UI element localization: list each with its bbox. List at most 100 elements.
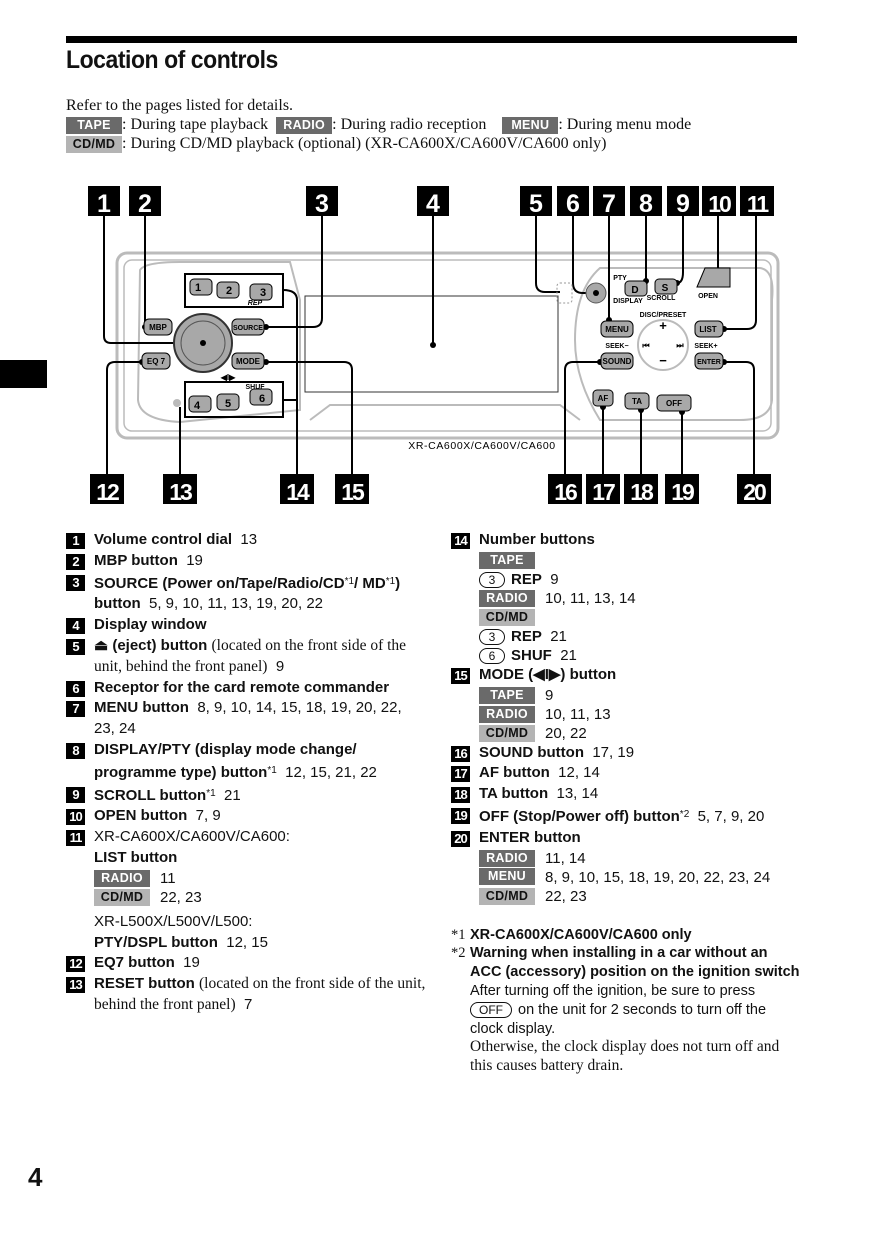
radio-desc: : During radio reception: [332, 116, 487, 133]
footnote-mark: *2: [451, 945, 466, 962]
off-button[interactable]: OFF: [656, 394, 692, 412]
callout-15: 15: [335, 474, 369, 505]
cdmd-badge: CD/MD: [479, 725, 535, 743]
svg-text:SOUND: SOUND: [603, 357, 632, 366]
svg-text:6: 6: [259, 393, 265, 405]
eq7-button[interactable]: EQ 7: [141, 352, 171, 370]
item-pages: 12, 14: [558, 764, 600, 782]
item-number: 16: [451, 745, 470, 762]
svg-text:S: S: [662, 283, 669, 294]
number-button-3[interactable]: 3: [249, 283, 273, 301]
enter-button[interactable]: ENTER: [694, 352, 724, 370]
number-button-2[interactable]: 2: [216, 281, 240, 299]
item-pages: 20, 22: [545, 724, 587, 742]
item-pages: 11, 14: [545, 849, 586, 867]
callout-19: 19: [665, 474, 699, 505]
key-3-icon: 3: [479, 571, 505, 588]
callout-6: 6: [557, 186, 589, 218]
svg-text:SOURCE: SOURCE: [233, 325, 263, 332]
key-6-icon: 6: [479, 647, 505, 664]
svg-text:MBP: MBP: [149, 323, 167, 332]
item-number: 1: [66, 533, 85, 549]
radio-badge: RADIO: [276, 116, 333, 134]
item-label: MBP button: [94, 551, 178, 569]
list-item: 5⏏ (eject) button (located on the front …: [66, 636, 426, 678]
item-pages: 9: [545, 686, 554, 704]
svg-text:1: 1: [97, 190, 111, 218]
callout-16: 16: [548, 474, 582, 505]
cdmd-badge: CD/MD: [479, 888, 535, 906]
model-name: XR-CA600X/CA600V/CA600:: [94, 828, 290, 846]
number-button-5[interactable]: 5: [216, 393, 240, 411]
item-label: AF button: [479, 764, 550, 782]
item-pages: 19: [186, 551, 203, 569]
mbp-button[interactable]: MBP: [143, 318, 173, 336]
svg-text:2: 2: [138, 190, 152, 218]
svg-text:⏮: ⏮: [642, 341, 649, 350]
reset-button[interactable]: [173, 399, 181, 407]
display-button[interactable]: D: [624, 280, 648, 297]
footnote-ref: *2: [679, 808, 690, 820]
svg-text:12: 12: [96, 479, 119, 505]
number-button-6[interactable]: 6: [249, 388, 273, 406]
intro-refer: Refer to the pages listed for details.: [66, 97, 294, 114]
item-number: 7: [66, 701, 85, 718]
callout-12: 12: [90, 474, 124, 505]
rep-label: REP: [248, 300, 263, 307]
footnote-title: Warning when installing in a car without…: [470, 945, 800, 981]
item-label: / MD: [354, 574, 386, 592]
callout-17: 17: [586, 474, 620, 505]
sound-button[interactable]: SOUND: [600, 352, 634, 370]
svg-text:TA: TA: [632, 397, 642, 406]
footnote-mark: *1: [451, 926, 466, 943]
scroll-button[interactable]: S: [654, 278, 678, 295]
cdmd-desc: : During CD/MD playback (optional) (XR-C…: [122, 135, 607, 152]
front-panel: [115, 251, 780, 440]
svg-text:14: 14: [286, 479, 310, 505]
open-button[interactable]: [696, 267, 731, 288]
list-button[interactable]: LIST: [694, 320, 724, 338]
source-button[interactable]: SOURCE: [231, 318, 265, 336]
eject-button[interactable]: [556, 282, 573, 304]
radio-badge: RADIO: [479, 590, 535, 608]
svg-text:4: 4: [194, 400, 201, 412]
item-pages: 19: [183, 954, 200, 972]
item-label: Volume control dial: [94, 531, 233, 548]
radio-badge: RADIO: [479, 706, 535, 724]
cdmd-badge: CD/MD: [479, 609, 535, 627]
number-button-1[interactable]: 1: [189, 278, 213, 296]
item-number: 4: [66, 618, 85, 635]
callout-10: 10: [702, 186, 736, 217]
disc-preset-pad[interactable]: DISC/PRESET + − ⏮ ⏭: [637, 312, 689, 371]
item-number: 8: [66, 742, 85, 759]
callouts: 1 2 3 4 5 6 7 8 9 10 11 12 13 14 15 16 1…: [88, 186, 774, 505]
footnote-ref: *1: [206, 787, 216, 799]
footnote-text: After turning off the ignition, be sure …: [470, 982, 756, 999]
intro: Refer to the pages listed for details. T…: [66, 96, 691, 153]
item-label: MENU button: [94, 699, 189, 717]
item-label: ENTER button: [479, 828, 581, 846]
item-pages: 21: [224, 786, 241, 804]
ta-button[interactable]: TA: [624, 392, 650, 410]
item-pages: 5, 9, 10, 11, 13, 19, 20, 22: [148, 595, 324, 613]
leader-lines: [103, 216, 757, 474]
footnote-ref: *1: [385, 575, 396, 587]
item-label: SCROLL button: [94, 786, 207, 804]
footnote-text: XR-CA600X/CA600V/CA600 only: [470, 926, 692, 943]
off-key-icon: OFF: [470, 1001, 512, 1018]
svg-text:⏭: ⏭: [676, 341, 684, 350]
callout-7: 7: [593, 186, 625, 218]
tape-badge: TAPE: [66, 116, 122, 134]
mode-button[interactable]: MODE: [231, 352, 265, 370]
number-button-4[interactable]: 4: [188, 395, 212, 413]
tape-desc: : During tape playback: [122, 116, 269, 133]
item-label: EQ7 button: [94, 954, 175, 972]
svg-text:EQ 7: EQ 7: [147, 357, 166, 366]
af-button[interactable]: AF: [592, 389, 614, 407]
menu-button[interactable]: MENU: [600, 320, 634, 338]
